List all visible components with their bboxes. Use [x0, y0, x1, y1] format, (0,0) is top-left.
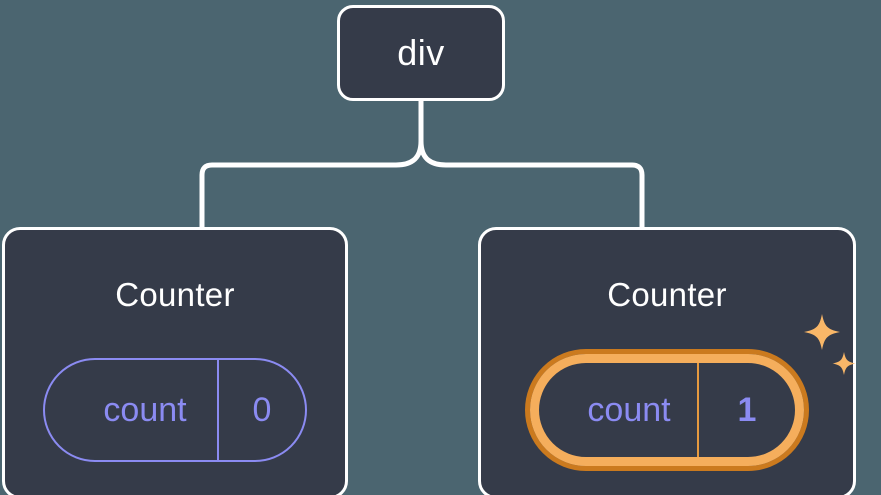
node-counter-left[interactable]: Counter count 0: [2, 227, 348, 495]
counter-right-title: Counter: [607, 276, 727, 313]
state-value-left: 0: [217, 360, 305, 460]
state-pill-right[interactable]: count 1: [525, 349, 809, 471]
highlight-ring-inner: [530, 354, 804, 466]
state-pill-left[interactable]: count 0: [43, 358, 307, 462]
node-root-div[interactable]: div: [337, 5, 505, 101]
counter-left-title: Counter: [115, 276, 235, 313]
state-pill-right-content: count 1: [539, 363, 795, 457]
root-node-label: div: [397, 32, 445, 73]
state-value-right: 1: [697, 363, 795, 457]
connector-branch-left: [199, 140, 424, 227]
state-key-right: count: [587, 391, 671, 429]
highlight-ring-outer: [525, 349, 809, 471]
connector-branch-right: [418, 140, 645, 227]
state-key-left: count: [103, 391, 187, 429]
node-counter-right[interactable]: Counter count 1: [478, 227, 856, 495]
